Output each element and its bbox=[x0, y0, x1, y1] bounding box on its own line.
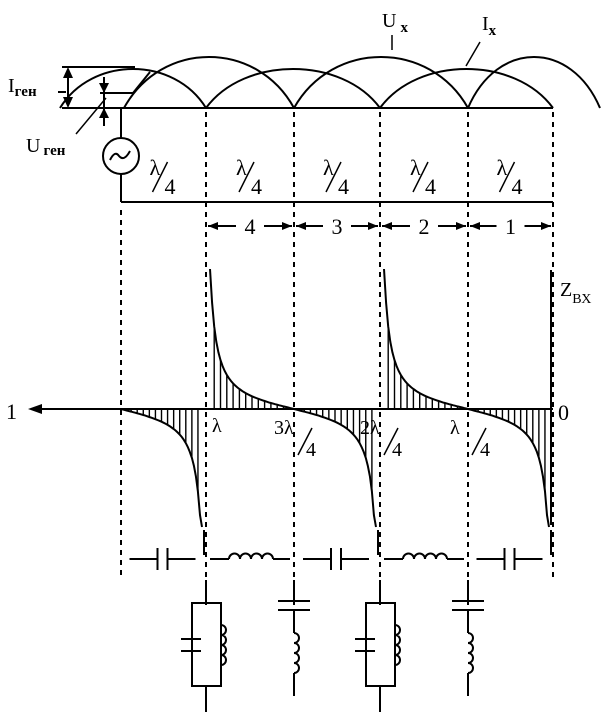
input-impedance-plot bbox=[120, 268, 552, 528]
arrowhead-icon bbox=[368, 222, 378, 230]
fraction-slash bbox=[412, 161, 429, 193]
current-arc bbox=[379, 68, 554, 109]
fraction-slash bbox=[383, 427, 399, 456]
segment-length-numerator: λ bbox=[497, 155, 508, 180]
generator bbox=[102, 108, 140, 202]
inductor-coil bbox=[394, 624, 401, 666]
arrowhead-icon bbox=[470, 222, 480, 230]
segment-length-denominator: 4 bbox=[251, 174, 262, 199]
current-arc bbox=[59, 68, 207, 109]
section-number: 1 bbox=[505, 214, 516, 239]
distance-mark-numerator: 3λ bbox=[274, 417, 294, 439]
sine-wave-icon bbox=[109, 150, 131, 161]
generator-voltage-marker bbox=[75, 71, 151, 135]
section-number: 3 bbox=[332, 214, 343, 239]
current-arc bbox=[205, 68, 381, 109]
impedance-curve bbox=[383, 268, 469, 410]
impedance-axis-label: ZВХ bbox=[560, 279, 591, 307]
fraction-slash bbox=[238, 161, 255, 193]
distance-mark-denominator: 4 bbox=[306, 439, 316, 461]
axis-arrow-icon bbox=[28, 404, 42, 414]
segment-length-denominator: 4 bbox=[425, 174, 436, 199]
section-boundaries bbox=[120, 112, 554, 605]
arrowhead-icon bbox=[282, 222, 292, 230]
arrowhead-icon bbox=[296, 222, 306, 230]
voltage-arc bbox=[123, 56, 295, 109]
distance-mark-numerator: 2λ bbox=[360, 417, 380, 439]
fraction-slash bbox=[297, 427, 313, 456]
arrowhead-icon bbox=[208, 222, 218, 230]
arrowhead-icon bbox=[456, 222, 466, 230]
segment-length-numerator: λ bbox=[410, 155, 421, 180]
equivalent-circuits bbox=[129, 530, 552, 712]
standing-waves bbox=[59, 56, 601, 109]
tank-frame bbox=[365, 602, 396, 687]
arrowhead-icon bbox=[541, 222, 551, 230]
segment-length-denominator: 4 bbox=[512, 174, 523, 199]
fraction-slash bbox=[151, 161, 169, 193]
generator-current-marker bbox=[58, 66, 135, 108]
section-number: 2 bbox=[419, 214, 430, 239]
inductor-coil bbox=[220, 624, 227, 666]
segment-length-numerator: λ bbox=[323, 155, 334, 180]
segment-length-denominator: 4 bbox=[165, 174, 176, 199]
distance-mark-numerator: λ bbox=[450, 417, 460, 439]
voltage-arc bbox=[467, 56, 601, 109]
impedance-curve bbox=[120, 408, 203, 528]
arrowhead-icon bbox=[382, 222, 392, 230]
segment-length-denominator: 4 bbox=[338, 174, 349, 199]
inductor-coil bbox=[293, 632, 300, 674]
fraction-slash bbox=[325, 161, 342, 193]
tank-frame bbox=[191, 602, 222, 687]
inductor-coil bbox=[402, 552, 448, 560]
distance-mark-denominator: 4 bbox=[392, 439, 402, 461]
distance-mark: λ bbox=[212, 415, 222, 437]
axis-zero-label: 0 bbox=[558, 400, 569, 425]
generator-current-label: Iген bbox=[8, 75, 37, 100]
fraction-slash bbox=[498, 161, 516, 193]
current-wave-label: Ix bbox=[482, 13, 497, 39]
impedance-curve bbox=[467, 408, 550, 528]
generator-circle-icon bbox=[102, 137, 140, 175]
section-number-arrows: 4 3 2 1 bbox=[208, 214, 551, 239]
voltage-arc bbox=[293, 56, 469, 109]
axis-left-label: 1 bbox=[6, 399, 17, 424]
impedance-curve bbox=[209, 268, 295, 410]
segment-length-numerator: λ bbox=[150, 155, 161, 180]
inductor-coil bbox=[228, 552, 274, 560]
segment-length-numerator: λ bbox=[236, 155, 247, 180]
distance-mark-denominator: 4 bbox=[480, 439, 490, 461]
fraction-slash bbox=[471, 427, 487, 456]
current-wave-leader bbox=[465, 41, 481, 67]
inductor-coil bbox=[467, 632, 474, 674]
section-number: 4 bbox=[245, 214, 256, 239]
